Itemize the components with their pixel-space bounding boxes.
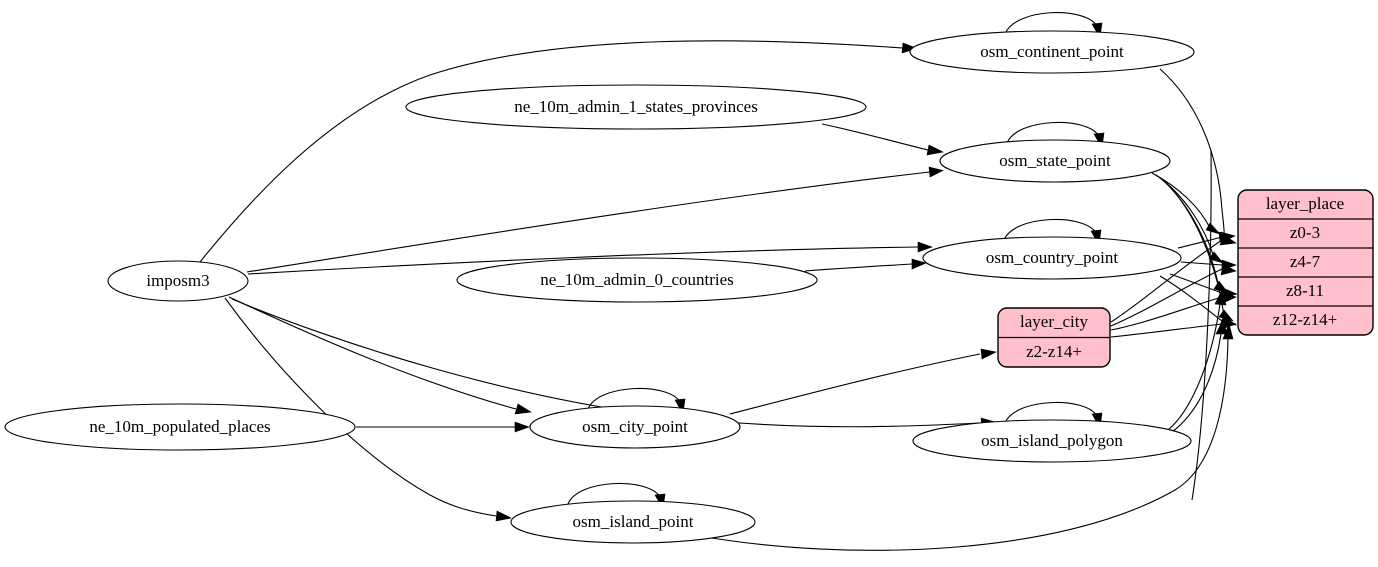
arrowhead-icon: [1219, 234, 1237, 246]
edge-self-osm_island_polygon: [1004, 401, 1098, 424]
node-shape: [4, 403, 356, 451]
node-label: ne_10m_admin_0_countries: [540, 270, 734, 289]
arrowhead-icon: [1220, 263, 1237, 276]
node-osm_state_point[interactable]: osm_state_point: [939, 139, 1171, 183]
node-osm_city_point[interactable]: osm_city_point: [529, 405, 741, 449]
layer-place-title: layer_place: [1266, 194, 1344, 213]
edge-osm_island_polygon-to-layer_place-z8-11: [1167, 303, 1221, 431]
edge-layer: [199, 12, 1238, 551]
edge-osm_island_polygon-to-layer_place-z12: [1171, 333, 1222, 433]
node-label: osm_state_point: [999, 151, 1111, 170]
layer-place-row-0[interactable]: z0-3: [1290, 223, 1320, 242]
edge-osm_continent_point-to-layer_place: [1159, 68, 1225, 235]
node-shape: [922, 236, 1182, 280]
arrowhead-icon: [1215, 319, 1228, 335]
arrowhead-icon: [1222, 323, 1234, 340]
layer-place-row-3[interactable]: z12-z14+: [1273, 310, 1337, 329]
layer-city-row-0[interactable]: z2-z14+: [1026, 342, 1082, 361]
edge-imposm3-to-osm_city_point: [228, 296, 517, 410]
edge-osm_country_point-to-layer_place-z0-3: [1177, 236, 1223, 249]
node-label: ne_10m_populated_places: [89, 417, 270, 436]
node-label: osm_island_polygon: [981, 431, 1123, 450]
layer-city-title: layer_city: [1020, 312, 1088, 331]
edge-ne_countries-to-osm_country_point: [804, 263, 913, 272]
node-label: osm_city_point: [582, 417, 688, 436]
arrowhead-icon: [928, 166, 944, 178]
arrowhead-icon: [901, 42, 918, 54]
arrowhead-icon: [926, 144, 944, 156]
node-label: osm_island_point: [573, 512, 694, 531]
node-shape: [912, 419, 1192, 463]
node-osm_island_point[interactable]: osm_island_point: [510, 500, 756, 544]
edge-routing-vertical-connector: [1191, 149, 1212, 501]
node-ne_10m_admin_1_states_provinces[interactable]: ne_10m_admin_1_states_provinces: [405, 84, 867, 130]
arrowhead-icon: [514, 403, 532, 415]
node-shape: [529, 405, 741, 449]
arrowhead-icon: [1205, 222, 1221, 235]
node-shape: [456, 257, 818, 303]
node-shape: [405, 84, 867, 130]
arrowhead-icon: [514, 421, 530, 433]
edge-osm_island_point-to-layer_place: [699, 337, 1229, 551]
layer-place-row-2[interactable]: z8-11: [1286, 281, 1324, 300]
edge-imposm3-to-osm_continent_point: [199, 40, 904, 263]
node-osm_continent_point[interactable]: osm_continent_point: [909, 30, 1195, 74]
node-osm_island_polygon[interactable]: osm_island_polygon: [912, 419, 1192, 463]
arrowhead-icon: [495, 510, 512, 522]
edge-osm_country_point-to-layer_place-z4-7: [1180, 261, 1223, 266]
edge-imposm3-to-osm_state_point: [246, 171, 931, 273]
node-shape: [107, 260, 249, 302]
arrowhead-icon: [911, 258, 927, 270]
edge-layer_city-to-layer_place-z8-11: [1110, 296, 1223, 331]
node-imposm3[interactable]: imposm3: [107, 260, 249, 302]
node-label: imposm3: [146, 271, 209, 290]
edge-osm_country_point-to-layer_place-z8-11: [1169, 273, 1223, 294]
edge-self-osm_city_point: [587, 387, 681, 410]
node-label: osm_continent_point: [980, 42, 1124, 61]
edge-imposm3-to-osm_island_point: [224, 297, 497, 517]
node-label: osm_country_point: [986, 248, 1118, 267]
edge-self-osm_continent_point: [1004, 12, 1098, 35]
table-node-layer-place[interactable]: layer_place z0-3 z4-7 z8-11 z12-z14+: [1237, 189, 1374, 336]
table-node-layer-city[interactable]: layer_city z2-z14+: [997, 307, 1111, 368]
node-label: ne_10m_admin_1_states_provinces: [514, 97, 758, 116]
layer-place-box: [1237, 189, 1374, 336]
node-osm_country_point[interactable]: osm_country_point: [922, 236, 1182, 280]
edge-self-osm_state_point: [1006, 121, 1100, 144]
edge-layer_city-to-layer_place-z0-3: [1110, 239, 1223, 323]
arrowhead-icon: [980, 348, 997, 360]
arrowhead-icon: [1214, 289, 1227, 306]
arrowhead-icon: [917, 241, 933, 253]
node-layer: imposm3 ne_10m_admin_1_states_provinces …: [4, 30, 1195, 544]
edge-imposm3-to-osm_country_point: [247, 246, 919, 275]
edge-ne_states-to-osm_state_point: [821, 123, 929, 151]
node-ne_10m_admin_0_countries[interactable]: ne_10m_admin_0_countries: [456, 257, 818, 303]
node-shape: [909, 30, 1195, 74]
edge-osm_city_point-to-layer_city: [729, 353, 981, 415]
edge-self-osm_island_point: [567, 482, 661, 505]
node-shape: [510, 500, 756, 544]
edge-layer_city-to-layer_place-z4-7: [1110, 268, 1223, 327]
node-shape: [939, 139, 1171, 183]
node-ne_10m_populated_places[interactable]: ne_10m_populated_places: [4, 403, 356, 451]
edge-layer_city-to-layer_place-z12: [1110, 323, 1223, 338]
layer-place-row-1[interactable]: z4-7: [1290, 252, 1321, 271]
arrowhead-icon: [1208, 251, 1224, 264]
edge-self-osm_country_point: [1003, 218, 1097, 241]
